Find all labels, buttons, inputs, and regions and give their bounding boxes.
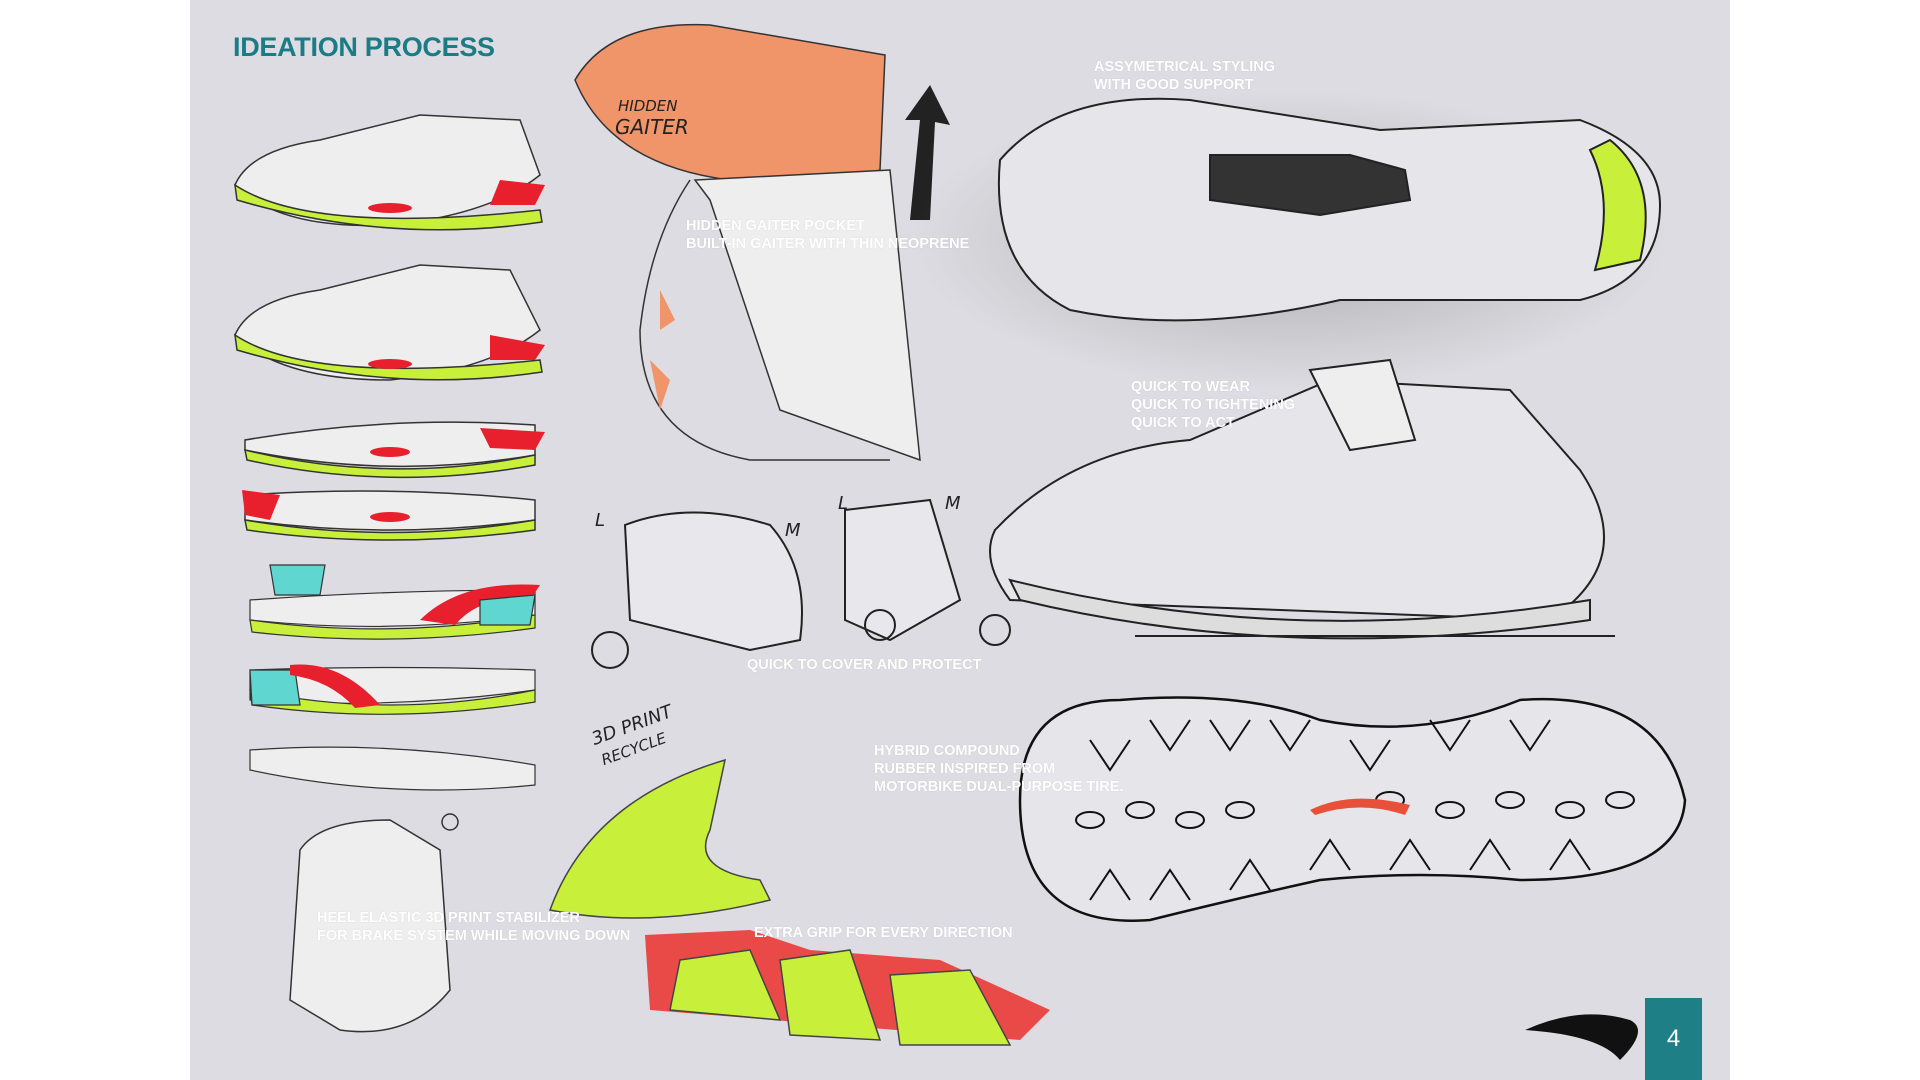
sole-variant-3 [249, 564, 540, 640]
label-m-1: M [785, 520, 801, 541]
sole-variant-4 [249, 664, 536, 715]
sole-variant-2 [242, 490, 536, 541]
sole-variant-5 [249, 746, 536, 791]
handwritten-gaiter: GAITER [615, 115, 689, 139]
shoe-variant-1 [234, 114, 545, 231]
3d-print-stabilizer [548, 758, 772, 919]
heel-stabilizer-sketch [289, 813, 459, 1033]
sole-variant-1 [244, 421, 545, 479]
page-number: 4 [1645, 998, 1702, 1080]
top-view-shoe [910, 90, 1670, 390]
label-m-2: M [945, 493, 961, 514]
sketch-artwork [234, 23, 1687, 1060]
slide: IDEATION PROCESS HIDDEN GAITER 3D PRINT … [190, 0, 1730, 1080]
gaiter-sketch [574, 23, 950, 462]
outsole-sketch [1018, 696, 1687, 922]
label-l-1: L [595, 510, 606, 531]
side-view-shoe [989, 358, 1615, 640]
page-title: IDEATION PROCESS [233, 32, 495, 62]
annotation-cover: QUICK TO COVER AND PROTECT [747, 657, 982, 673]
handwritten-hidden: HIDDEN [618, 97, 678, 115]
shoe-variant-2 [234, 264, 545, 381]
annotation-grip: EXTRA GRIP FOR EVERY DIRECTION [754, 925, 1013, 941]
brand-logo [1525, 1014, 1638, 1060]
grip-lugs [645, 930, 1050, 1046]
label-l-2: L [838, 493, 849, 514]
cover-sketches [591, 498, 1011, 669]
